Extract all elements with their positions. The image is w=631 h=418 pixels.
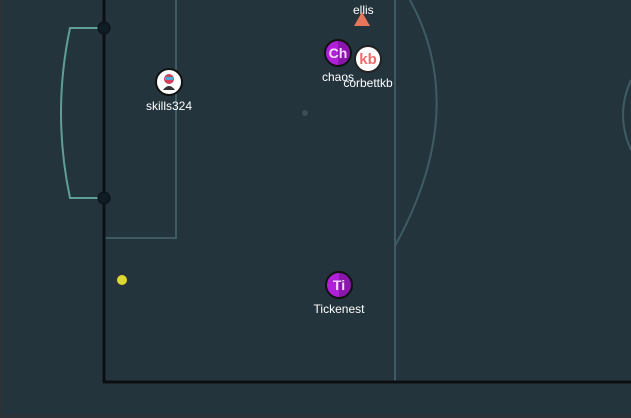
player-tickenest[interactable]: Ti Tickenest bbox=[279, 271, 399, 316]
center-circle-edge bbox=[622, 79, 631, 151]
penalty-spot bbox=[302, 110, 308, 116]
avatar-icon bbox=[155, 68, 183, 96]
player-chaos[interactable]: Ch chaos bbox=[278, 39, 398, 84]
goal-post-top bbox=[97, 21, 111, 35]
player-avatar: kb bbox=[354, 45, 382, 73]
ball-icon[interactable] bbox=[116, 274, 128, 286]
player-name: skills324 bbox=[145, 99, 193, 113]
player-name: chaos bbox=[321, 70, 355, 84]
player-name: corbettkb bbox=[343, 76, 393, 90]
player-avatar: Ch bbox=[324, 39, 352, 67]
player-corbettkb[interactable]: kb corbettkb bbox=[308, 45, 428, 90]
player-avatar: Ti bbox=[325, 271, 353, 299]
goal-area-line bbox=[60, 27, 104, 199]
center-circle-line bbox=[394, 0, 438, 247]
penalty-box-line bbox=[103, 0, 177, 239]
triangle-marker-icon[interactable] bbox=[354, 12, 370, 26]
player-name: Tickenest bbox=[313, 302, 365, 316]
goal-post-bottom bbox=[97, 191, 111, 205]
player-skills324[interactable]: skills324 bbox=[109, 68, 229, 113]
boundary-line bbox=[102, 0, 631, 384]
